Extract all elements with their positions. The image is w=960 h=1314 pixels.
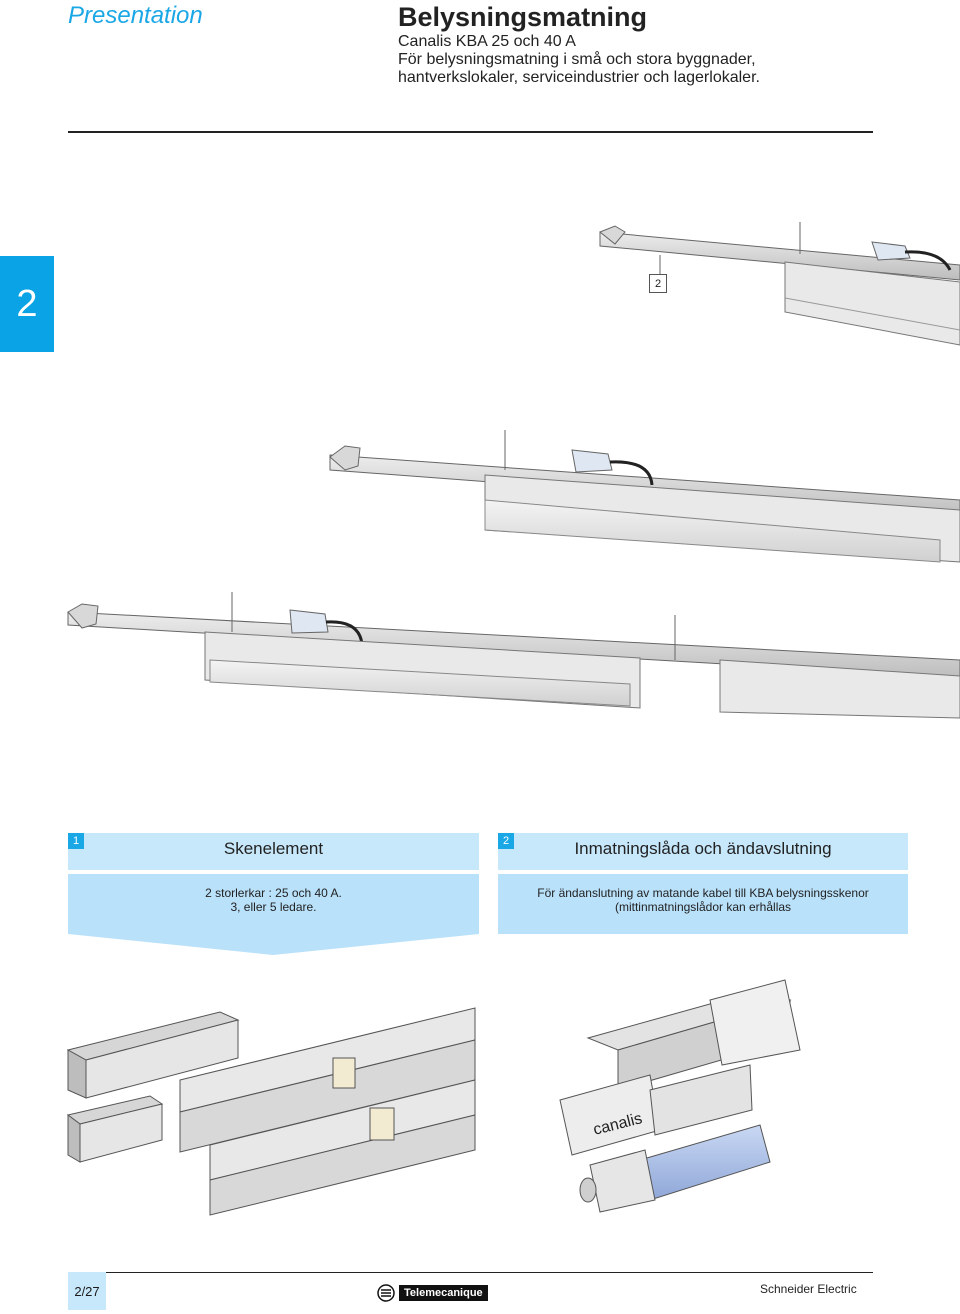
busbar-run-top — [599, 222, 960, 346]
column-1-line-2: 3, eller 5 ledare. — [230, 900, 317, 914]
column-1-header: 1 Skenelement — [68, 833, 479, 870]
subtitle-line-2: För belysningsmatning i små och stora by… — [398, 51, 756, 68]
page-number: 2/27 — [68, 1272, 106, 1310]
section-label: Presentation — [68, 2, 203, 29]
page-title: Belysningsmatning — [398, 2, 648, 32]
busbar-run-lower — [67, 592, 960, 719]
column-2-header: 2 Inmatningslåda och ändavslutning — [498, 833, 908, 870]
busbar-elements-illustration — [66, 1007, 476, 1216]
chapter-tab: 2 — [0, 256, 54, 352]
footer-brand: Telemecanique — [377, 1284, 488, 1302]
column-1-title: Skenelement — [223, 839, 324, 858]
brand-logo-icon — [377, 1284, 395, 1302]
feed-box-illustration — [559, 979, 801, 1213]
column-2-line-2: (mittinmatningslådor kan erhållas — [614, 900, 792, 914]
subtitle-line-3: hantverkslokaler, serviceindustrier och … — [398, 69, 760, 86]
footer-rule — [68, 1272, 873, 1273]
column-2-title: Inmatningslåda och ändavslutning — [574, 839, 832, 858]
brand-name: Telemecanique — [399, 1285, 488, 1301]
column-2-number: 2 — [498, 833, 514, 849]
busbar-run-middle — [329, 430, 960, 563]
column-1-body: 2 storlerkar : 25 och 40 A. 3, eller 5 l… — [68, 874, 479, 934]
subtitle-line-1: Canalis KBA 25 och 40 A — [398, 33, 576, 50]
header-rule — [68, 131, 873, 133]
column-1-line-1: 2 storlerkar : 25 och 40 A. — [205, 886, 342, 900]
column-2-body: För ändanslutning av matande kabel till … — [498, 874, 908, 934]
column-2-line-1: För ändanslutning av matande kabel till … — [537, 886, 869, 900]
callout-number: 2 — [649, 274, 667, 293]
column-1-number: 1 — [68, 833, 84, 849]
footer-company: Schneider Electric — [760, 1282, 857, 1296]
